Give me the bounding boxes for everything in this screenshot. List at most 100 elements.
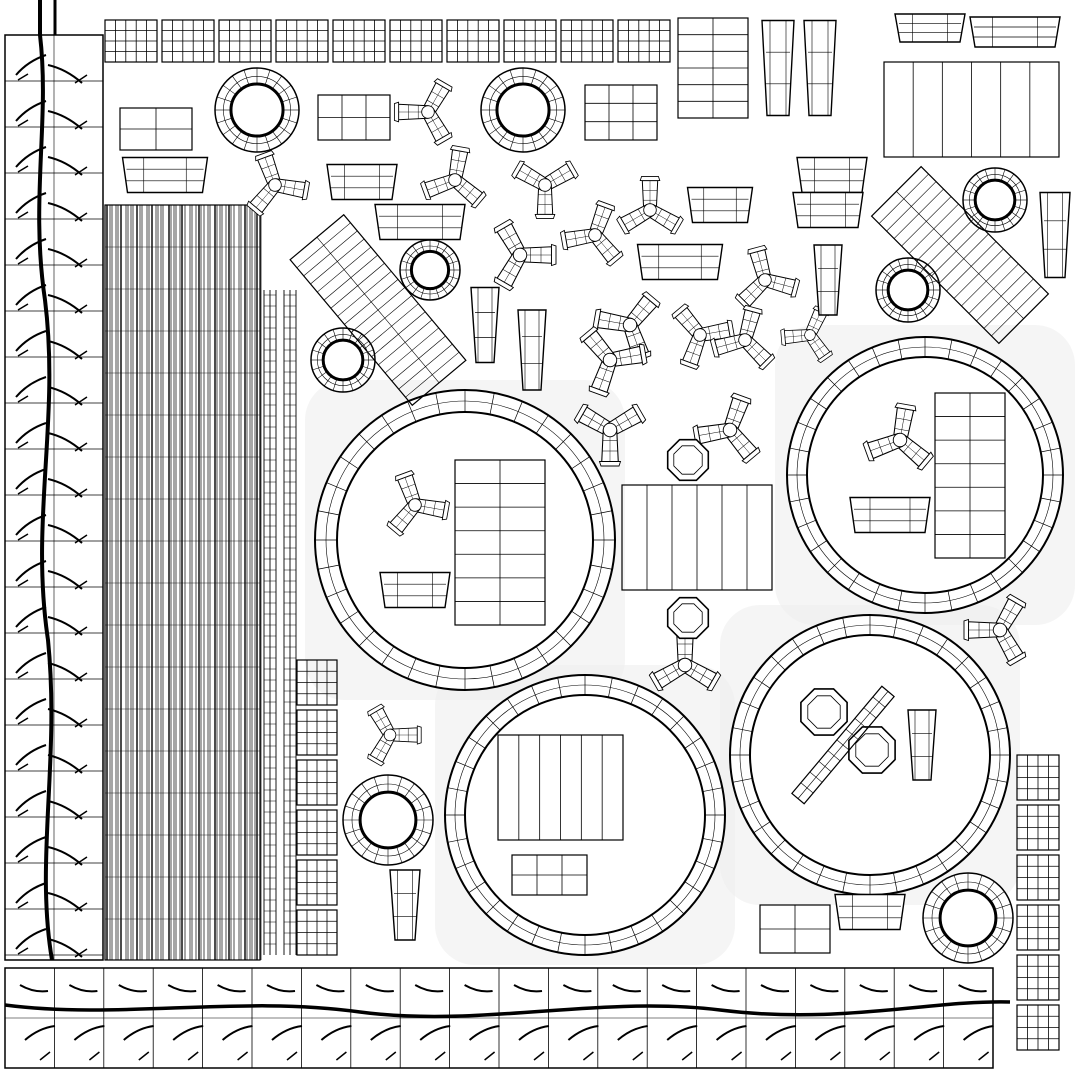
bracket (389, 869, 421, 941)
y-branch (616, 175, 684, 235)
vine-leaf (864, 1025, 895, 1041)
vine-leaf (74, 120, 88, 130)
vine-leaf (533, 1051, 545, 1061)
y-branch-arm (608, 343, 648, 368)
panel-grid (317, 94, 391, 141)
brackets (121, 13, 1071, 941)
vine-leaf (958, 984, 987, 993)
vine-leaf (513, 984, 543, 993)
vine-leaf (74, 856, 88, 866)
y-branch (493, 218, 557, 292)
plank-stripes (104, 204, 262, 961)
small-ring (399, 239, 461, 301)
vine-leaf (47, 846, 83, 866)
vine-leaf (47, 64, 83, 84)
vine-leaf (15, 744, 47, 766)
vine-leaf (17, 809, 29, 817)
bracket (849, 496, 931, 534)
vine-leaf (47, 248, 83, 268)
diagonal-planks (289, 165, 1050, 805)
vine-leaf (138, 1051, 150, 1061)
vine-leaf (47, 754, 83, 774)
vine-leaf (74, 672, 88, 682)
vine-leaf (88, 1051, 100, 1061)
vine-leaf (567, 1025, 599, 1041)
vine-leaf (15, 514, 47, 536)
y-branch (511, 160, 579, 220)
vine-leaf (15, 882, 47, 904)
vine-leaf (809, 984, 839, 993)
vine-leaf (15, 698, 47, 720)
vine-leaf (17, 441, 29, 449)
vine-leaf (167, 984, 197, 993)
vine-leaf (385, 1051, 397, 1061)
grid-column-right (1016, 754, 1060, 801)
vine-leaf (582, 1051, 594, 1061)
grid-column-mid (296, 859, 338, 906)
vine-leaf (15, 928, 47, 950)
vine-leaf (47, 110, 83, 130)
vine-leaf (74, 902, 88, 912)
vine-leaf (908, 984, 938, 993)
vine-leaf (15, 54, 47, 76)
small-rings (214, 67, 1028, 964)
panel-grid (621, 484, 773, 591)
y-branch (692, 392, 761, 464)
vine-leaf (661, 984, 691, 993)
grid-strip-top (275, 19, 329, 63)
vine-leaf (464, 984, 493, 993)
bracket (813, 244, 843, 316)
bracket (121, 156, 209, 194)
vine-leaf (780, 1051, 792, 1061)
vine-leaf (47, 478, 83, 498)
grid-strip-top (218, 19, 272, 63)
vine-leaf (15, 836, 47, 858)
grid-column-mid (296, 909, 338, 956)
vine-leaf (17, 165, 29, 173)
vine-trunk (4, 1000, 1011, 1019)
vine-leaf (47, 432, 83, 452)
vine-leaf (859, 984, 888, 993)
y-branch-arm (273, 178, 311, 201)
vine-leaf (39, 1051, 51, 1061)
grid-strip-top (503, 19, 557, 63)
panel-grid (934, 392, 1006, 559)
vine-leaf (74, 258, 88, 268)
vine-leaf (74, 580, 88, 590)
vine-leaf (271, 1025, 303, 1041)
vine-leaf (978, 1051, 990, 1061)
vine-leaf (237, 1051, 249, 1061)
vine-leaf (468, 1025, 500, 1041)
panel-grid (511, 854, 588, 896)
grid-strip-top (446, 19, 500, 63)
vine-strip-horizontal (4, 967, 1011, 1069)
vine-leaf (666, 1025, 698, 1041)
vine-leaf (715, 1025, 747, 1041)
grid-strip-top (389, 19, 443, 63)
octagon (666, 596, 710, 640)
vine-leaf (74, 350, 88, 360)
small-ring (962, 167, 1028, 233)
panel-grid (677, 17, 749, 119)
vine-leaf (15, 100, 47, 122)
vine-leaf (365, 984, 394, 993)
vine-leaf (913, 1025, 945, 1041)
vine-leaf (47, 294, 83, 314)
vine-leaf (17, 533, 29, 541)
vine-leaf (17, 717, 29, 725)
panel-grid (119, 107, 193, 151)
vine-leaf (562, 984, 592, 993)
y-branch (579, 326, 648, 398)
vine-leaf (315, 984, 345, 993)
vine-leaf (17, 303, 29, 311)
vine-leaf (17, 579, 29, 587)
vine-leaf (518, 1025, 550, 1041)
bracket (326, 163, 398, 201)
bracket (803, 19, 837, 117)
vine-leaf (47, 202, 83, 222)
vine-leaf (266, 984, 296, 993)
y-branch (963, 593, 1027, 667)
thin-rails (263, 290, 297, 955)
small-ring (310, 327, 376, 393)
